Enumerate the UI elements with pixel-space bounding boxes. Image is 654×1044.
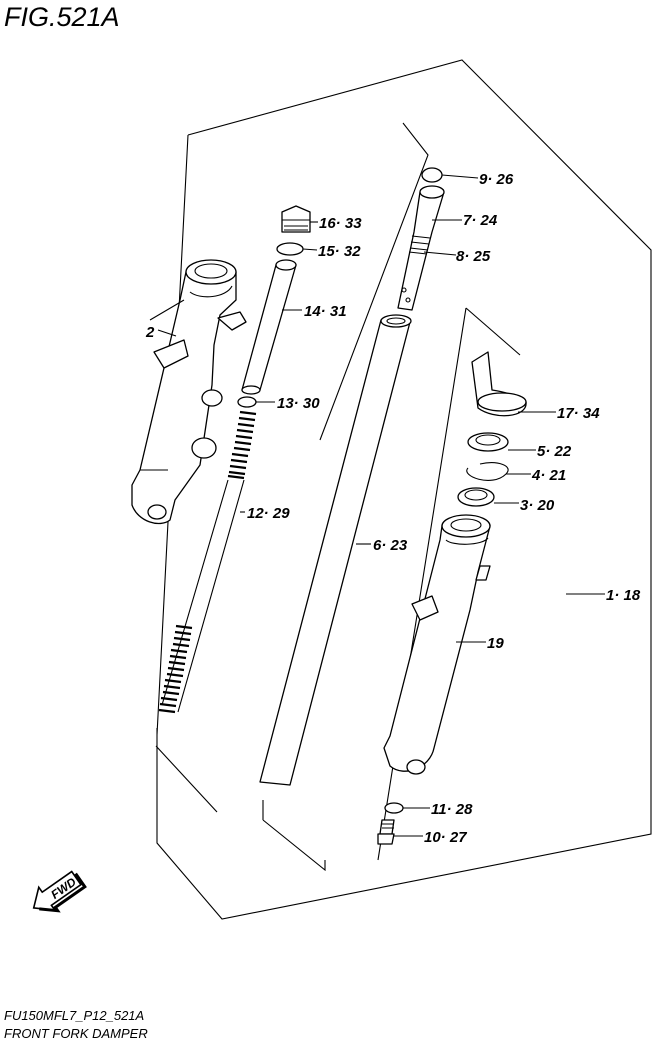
- callout-5-22: 5· 22: [537, 443, 572, 460]
- callout-13-30: 13· 30: [277, 395, 320, 412]
- callout-4-21: 4· 21: [531, 467, 566, 484]
- callout-9-26: 9· 26: [479, 171, 514, 188]
- callout-3-20: 3· 20: [520, 497, 555, 514]
- bushing-part-3: [457, 487, 495, 507]
- oil-seal-part-5: [467, 432, 509, 452]
- callout-7-24: 7· 24: [463, 212, 498, 229]
- ring-part-9: [421, 167, 443, 183]
- outer-tube-part-2: [131, 259, 247, 525]
- dust-seal-cover-part-17: [471, 351, 527, 417]
- callout-labels: 9· 26 7· 24 8· 25 16· 33 15· 32 14· 31 2…: [145, 171, 641, 846]
- piston-ring-part-8: [408, 235, 431, 255]
- callout-11-28: 11· 28: [431, 801, 473, 818]
- figure-caption: FRONT FORK DAMPER: [4, 1026, 148, 1041]
- o-ring-part-15: [276, 242, 304, 256]
- damper-bolt-part-10: [377, 819, 395, 845]
- callout-6-23: 6· 23: [373, 537, 408, 554]
- washer-part-13: [237, 396, 257, 408]
- fwd-direction-arrow: FWD: [32, 870, 87, 913]
- callout-14-31: 14· 31: [304, 303, 347, 320]
- callout-12-29: 12· 29: [247, 505, 290, 522]
- damper-rod-part-7: [397, 185, 445, 311]
- gasket-part-11: [384, 802, 404, 814]
- figure-title: FIG.521A: [4, 2, 120, 32]
- circlip-part-4: [466, 462, 509, 481]
- callout-8-25: 8· 25: [456, 248, 491, 265]
- inner-tube-part-6: [259, 314, 412, 786]
- callout-2: 2: [145, 324, 155, 341]
- middle-panel-outline: [262, 800, 326, 872]
- callout-19: 19: [487, 635, 504, 652]
- fork-cap-bolt-part-16: [281, 205, 311, 233]
- callout-15-32: 15· 32: [318, 243, 361, 260]
- outer-tube-part-19: [383, 514, 491, 775]
- model-code: FU150MFL7_P12_521A: [4, 1008, 144, 1023]
- callout-1-18: 1· 18: [606, 587, 641, 604]
- left-panel-outline: [155, 122, 429, 813]
- callout-10-27: 10· 27: [424, 829, 467, 846]
- fork-spring-part-12: [158, 410, 257, 714]
- leader-lines: [157, 174, 605, 837]
- assembly-outline-frame: [156, 59, 652, 920]
- spacer-tube-part-14: [241, 259, 297, 395]
- callout-17-34: 17· 34: [557, 405, 600, 422]
- callout-16-33: 16· 33: [319, 215, 362, 232]
